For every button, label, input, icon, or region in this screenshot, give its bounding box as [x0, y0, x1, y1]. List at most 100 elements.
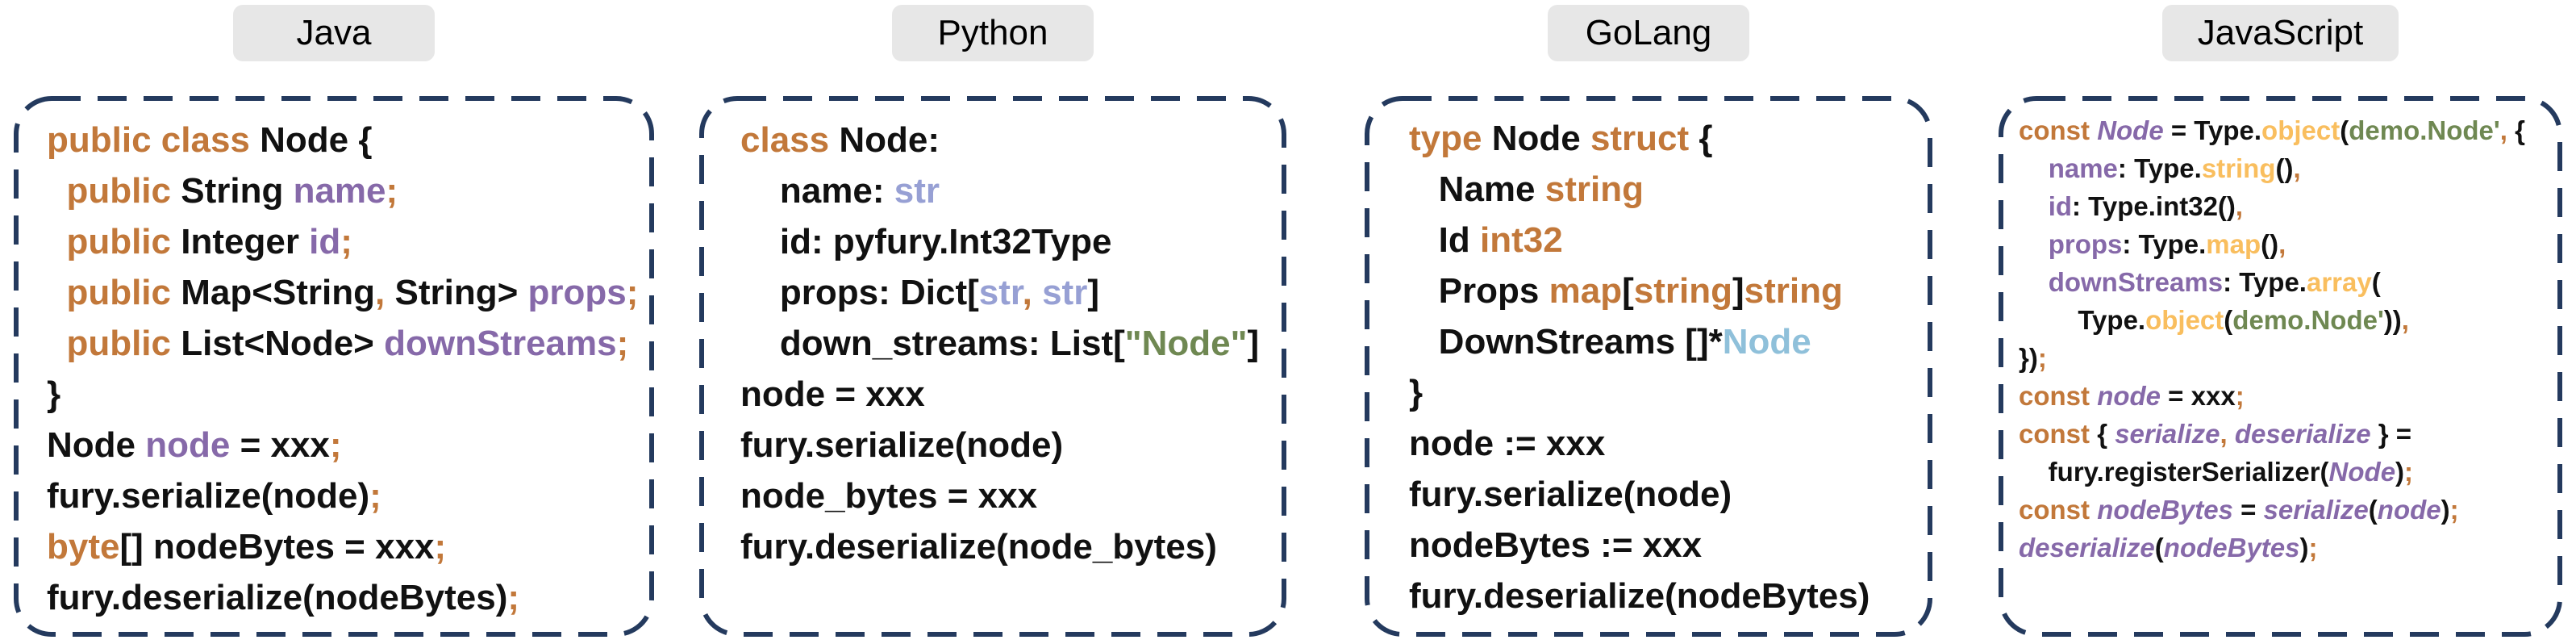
code-token: str: [1032, 273, 1088, 312]
code-token: string: [1633, 271, 1732, 311]
code-token: Node: [2097, 115, 2164, 145]
code-token: (: [2224, 305, 2233, 335]
badge-row: GoLang: [1364, 5, 1933, 61]
code-token: nodeBytes: [2163, 533, 2300, 562]
code-line: Id int32: [1409, 215, 1927, 266]
code-line: public Map<String, String> props;: [47, 267, 648, 318]
code-line: fury.deserialize(nodeBytes): [1409, 571, 1927, 621]
code-token: ): [2441, 495, 2450, 525]
code-token: int32: [1480, 220, 1563, 260]
code-token: fury.deserialize(nodeBytes): [1409, 576, 1870, 616]
code-token: ,: [2293, 153, 2301, 183]
code-token: =: [2232, 495, 2264, 525]
code-token: node: [2377, 495, 2441, 525]
code-panel-python: class Node: name: str id: pyfury.Int32Ty…: [698, 95, 1287, 638]
code-line: nodeBytes := xxx: [1409, 520, 1927, 571]
code-token: }: [47, 374, 61, 414]
code-token: ): [2395, 457, 2405, 487]
code-token: public: [66, 324, 172, 363]
code-token: }: [1409, 373, 1423, 412]
code-token: node = xxx: [740, 374, 925, 414]
code-line: fury.serialize(node): [1409, 469, 1927, 520]
code-token: String>: [385, 273, 528, 312]
code-token: const: [2019, 381, 2098, 411]
code-token: string: [1544, 169, 1644, 209]
code-token: name: [293, 171, 386, 211]
code-line: props: Type.map(),: [2019, 225, 2557, 263]
code-token: DownStreams []*: [1409, 322, 1723, 362]
code-line: Type.object(demo.Node')),: [2019, 301, 2557, 339]
code-token: demo.Node': [2232, 305, 2384, 335]
code-token: {: [2507, 115, 2525, 145]
code-token: {: [1689, 119, 1713, 158]
code-token: ;: [626, 273, 639, 312]
code-line: id: pyfury.Int32Type: [740, 216, 1281, 267]
code-line: }: [1409, 367, 1927, 418]
code-token: str: [978, 273, 1023, 312]
code-token: [2228, 419, 2235, 449]
code-line: deserialize(nodeBytes);: [2019, 529, 2557, 567]
code-token: [47, 171, 66, 211]
code-token: fury.serialize(node): [1409, 475, 1732, 514]
code-token: public: [66, 222, 172, 261]
code-token: node := xxx: [1409, 424, 1606, 463]
code-token: ;: [2308, 533, 2318, 562]
code-line: id: Type.int32(),: [2019, 187, 2557, 225]
code-token: Map<String: [171, 273, 376, 312]
language-badge-java: Java: [233, 5, 435, 61]
code-token: [47, 324, 66, 363]
badge-row: JavaScript: [1998, 5, 2563, 61]
code-line: public class Node {: [47, 115, 648, 165]
code-token: downStreams: [2048, 267, 2224, 297]
code-token: ,: [2235, 191, 2244, 221]
code-token: Node {: [260, 120, 373, 160]
code-token: map: [1549, 271, 1623, 311]
code-token: deserialize: [2019, 533, 2155, 562]
code-token: downStreams: [384, 324, 617, 363]
code-token: ): [2299, 533, 2309, 562]
code-token: {: [2097, 419, 2115, 449]
code-token: ,: [2401, 305, 2409, 335]
code-token: ;: [434, 527, 447, 567]
code-token: (: [2368, 495, 2378, 525]
code-token: ;: [2404, 457, 2414, 487]
code-token: ;: [616, 324, 629, 363]
code-token: props: Dict[: [740, 273, 979, 312]
code-token: const: [2019, 495, 2098, 525]
code-token: Type.: [2019, 305, 2146, 335]
code-token: = xxx: [230, 425, 330, 465]
code-token: Integer: [171, 222, 310, 261]
code-line: byte[] nodeBytes = xxx;: [47, 521, 648, 572]
code-token: ]: [1732, 271, 1744, 311]
code-token: : Type.: [2223, 267, 2307, 297]
code-token: serialize: [2263, 495, 2369, 525]
code-line: Props map[string]string: [1409, 266, 1927, 316]
code-token: = Type.: [2163, 115, 2262, 145]
code-line: public String name;: [47, 165, 648, 216]
code-token: "Node": [1124, 324, 1248, 363]
code-token: [47, 273, 66, 312]
code-token: [2019, 267, 2049, 297]
code-token: node: [2097, 381, 2161, 411]
code-token: type: [1409, 119, 1482, 158]
code-token: [] nodeBytes = xxx: [119, 527, 435, 567]
code-token: props: [527, 273, 627, 312]
code-block-python: class Node: name: str id: pyfury.Int32Ty…: [698, 95, 1287, 638]
code-token: (: [2371, 267, 2381, 297]
language-column-golang: GoLang type Node struct { Name string Id…: [1364, 0, 1933, 644]
code-token: ]: [1247, 324, 1260, 363]
language-column-javascript: JavaScript const Node = Type.object(demo…: [1998, 0, 2563, 644]
code-token: str: [894, 171, 940, 211]
code-token: id: [2048, 191, 2073, 221]
code-token: = xxx: [2161, 381, 2236, 411]
code-line: const node = xxx;: [2019, 377, 2557, 415]
code-line: props: Dict[str, str]: [740, 267, 1281, 318]
code-token: id: pyfury.Int32Type: [740, 222, 1112, 261]
code-token: object: [2145, 305, 2224, 335]
code-line: fury.registerSerializer(Node);: [2019, 453, 2557, 491]
code-line: fury.deserialize(node_bytes): [740, 521, 1281, 572]
code-token: array: [2306, 267, 2372, 297]
code-token: Node: [1482, 119, 1590, 158]
code-token: ,: [375, 273, 386, 312]
code-token: props: [2048, 229, 2123, 259]
